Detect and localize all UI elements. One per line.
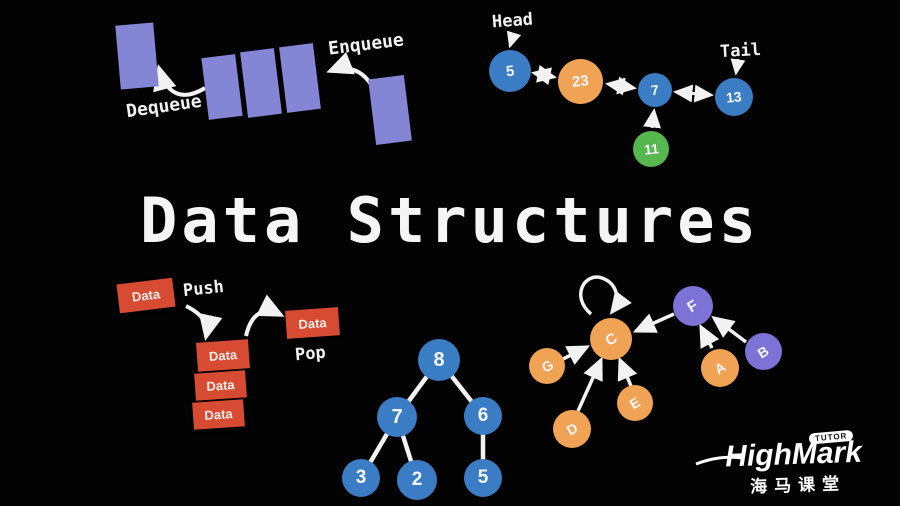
node-value: 5 bbox=[504, 62, 516, 80]
node-value: 13 bbox=[725, 88, 743, 106]
graph-e-to-c-arrow bbox=[617, 356, 638, 387]
graph-node-a: A bbox=[701, 349, 739, 387]
pop-label: Pop bbox=[294, 342, 327, 366]
graph-b-to-f-arrow bbox=[711, 315, 748, 344]
push-label: Push bbox=[182, 276, 225, 302]
node-value: 7 bbox=[391, 405, 403, 428]
graph-node-d: D bbox=[553, 410, 591, 448]
tail-arrow bbox=[730, 58, 746, 76]
node-label: F bbox=[684, 296, 702, 316]
node-label: E bbox=[626, 393, 644, 413]
linked-list-node-23: 23 bbox=[558, 59, 603, 104]
graph-node-g: G bbox=[529, 348, 565, 384]
tree-node-7: 7 bbox=[377, 397, 417, 437]
node-value: 23 bbox=[571, 72, 590, 91]
stack-box-1: Data bbox=[196, 339, 250, 372]
node-value: 5 bbox=[477, 467, 489, 488]
tree-node-2: 2 bbox=[397, 460, 437, 500]
node-label: G bbox=[538, 356, 556, 376]
graph-self-loop-c bbox=[579, 275, 632, 316]
dequeue-arrow bbox=[153, 64, 207, 97]
graph-d-to-c-arrow bbox=[576, 356, 603, 412]
node-value: 7 bbox=[650, 81, 660, 99]
node-value: 6 bbox=[477, 405, 489, 426]
node-value: 8 bbox=[433, 348, 445, 371]
linked-list-node-11: 11 bbox=[633, 131, 669, 167]
stack-box-2: Data bbox=[194, 370, 247, 401]
queue-dequeued-rect bbox=[115, 22, 159, 90]
tail-label: Tail bbox=[719, 39, 762, 63]
tree-node-6: 6 bbox=[464, 397, 502, 435]
pop-arrow bbox=[244, 294, 285, 337]
linked-list-node-5: 5 bbox=[489, 50, 531, 92]
node-label: C bbox=[601, 328, 621, 350]
graph-node-c: C bbox=[590, 318, 632, 360]
node-value: 2 bbox=[411, 469, 423, 490]
graph-node-b: B bbox=[745, 333, 782, 370]
graph-node-f: F bbox=[673, 286, 713, 326]
watermark-swoosh bbox=[695, 455, 743, 466]
link-23-7-arrow bbox=[605, 76, 637, 96]
tree-node-5: 5 bbox=[464, 459, 502, 497]
graph-g-to-c-arrow bbox=[562, 345, 591, 366]
link-5-23-arrow bbox=[531, 64, 557, 86]
tree-node-8: 8 bbox=[418, 339, 460, 381]
linked-list-node-13: 13 bbox=[715, 78, 753, 116]
graph-node-e: E bbox=[617, 385, 653, 421]
node-label: A bbox=[711, 358, 729, 378]
node-value: 3 bbox=[355, 467, 367, 488]
linked-list-node-7: 7 bbox=[638, 73, 672, 107]
head-label: Head bbox=[491, 9, 534, 33]
node-label: D bbox=[563, 419, 581, 439]
link-11-7-arrow bbox=[643, 108, 662, 129]
tree-node-3: 3 bbox=[342, 459, 380, 497]
node-label: B bbox=[754, 342, 773, 361]
stack-box-3: Data bbox=[192, 399, 245, 430]
watermark: HighMark TUTOR 海马课堂 bbox=[695, 429, 893, 500]
push-arrow bbox=[185, 304, 223, 341]
page-title: Data Structures bbox=[140, 184, 760, 257]
link-7-13-arrow bbox=[673, 84, 714, 103]
node-value: 11 bbox=[642, 140, 660, 158]
head-arrow bbox=[506, 30, 522, 49]
stack-pop-box: Data bbox=[285, 307, 340, 339]
graph-a-to-f-arrow bbox=[699, 323, 720, 349]
graph-f-to-c-arrow bbox=[632, 312, 675, 333]
